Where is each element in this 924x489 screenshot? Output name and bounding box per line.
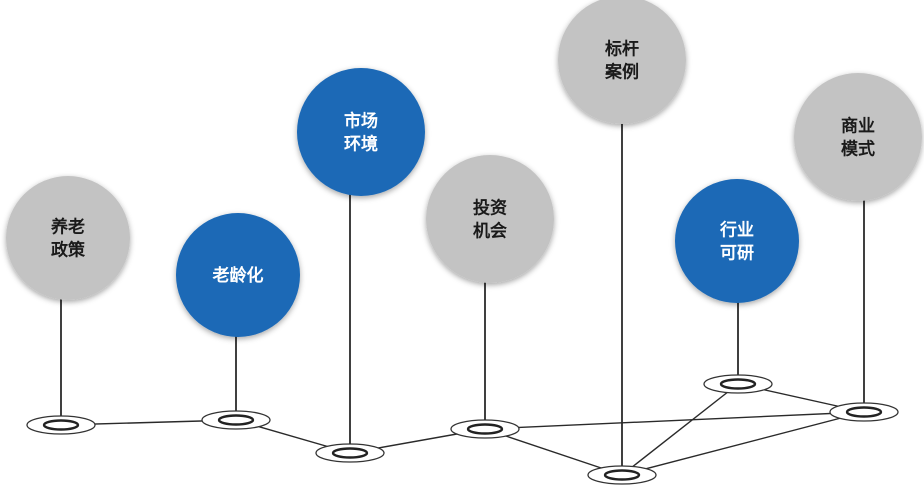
node-label-investment-opportunity: 机会 <box>473 221 507 242</box>
node-circle-aging <box>176 213 300 337</box>
node-label-investment-opportunity: 投资 <box>473 198 507 219</box>
pin-base-industry-feasibility <box>703 374 773 394</box>
pin-stems <box>60 120 865 475</box>
node-circle-business-model <box>794 73 922 201</box>
node-label-market-environment: 环境 <box>344 134 378 155</box>
node-circle-investment-opportunity <box>426 155 554 283</box>
node-aging: 老龄化 <box>176 213 300 337</box>
node-circle-pension-policy <box>6 176 130 300</box>
connection-line-benchmark-cases-to-industry-feasibility <box>621 383 739 476</box>
node-label-benchmark-cases: 标杆 <box>605 39 639 60</box>
node-label-industry-feasibility: 可研 <box>720 244 754 264</box>
node-circle-market-environment <box>297 68 425 196</box>
pin-base-business-model <box>829 402 899 422</box>
node-label-benchmark-cases: 案例 <box>604 62 639 83</box>
node-circle-industry-feasibility <box>675 179 799 303</box>
connection-line-investment-opportunity-to-benchmark-cases <box>484 428 623 476</box>
pin-base-benchmark-cases <box>587 465 657 485</box>
pin-bases <box>26 374 899 485</box>
connection-line-benchmark-cases-to-business-model <box>621 411 865 476</box>
pin-base-market-environment <box>315 443 385 463</box>
node-label-business-model: 商业 <box>841 116 875 137</box>
node-label-industry-feasibility: 行业 <box>719 220 754 241</box>
node-circle-benchmark-cases <box>558 0 686 124</box>
pin-base-aging <box>201 410 271 430</box>
node-label-aging: 老龄化 <box>212 265 264 286</box>
connection-line-investment-opportunity-to-business-model <box>484 411 865 430</box>
node-label-pension-policy: 政策 <box>51 240 86 261</box>
node-label-market-environment: 市场 <box>344 111 378 132</box>
pin-base-pension-policy <box>26 415 96 435</box>
node-label-business-model: 模式 <box>841 139 875 160</box>
pin-base-investment-opportunity <box>450 419 520 439</box>
node-label-pension-policy: 养老 <box>50 217 85 238</box>
